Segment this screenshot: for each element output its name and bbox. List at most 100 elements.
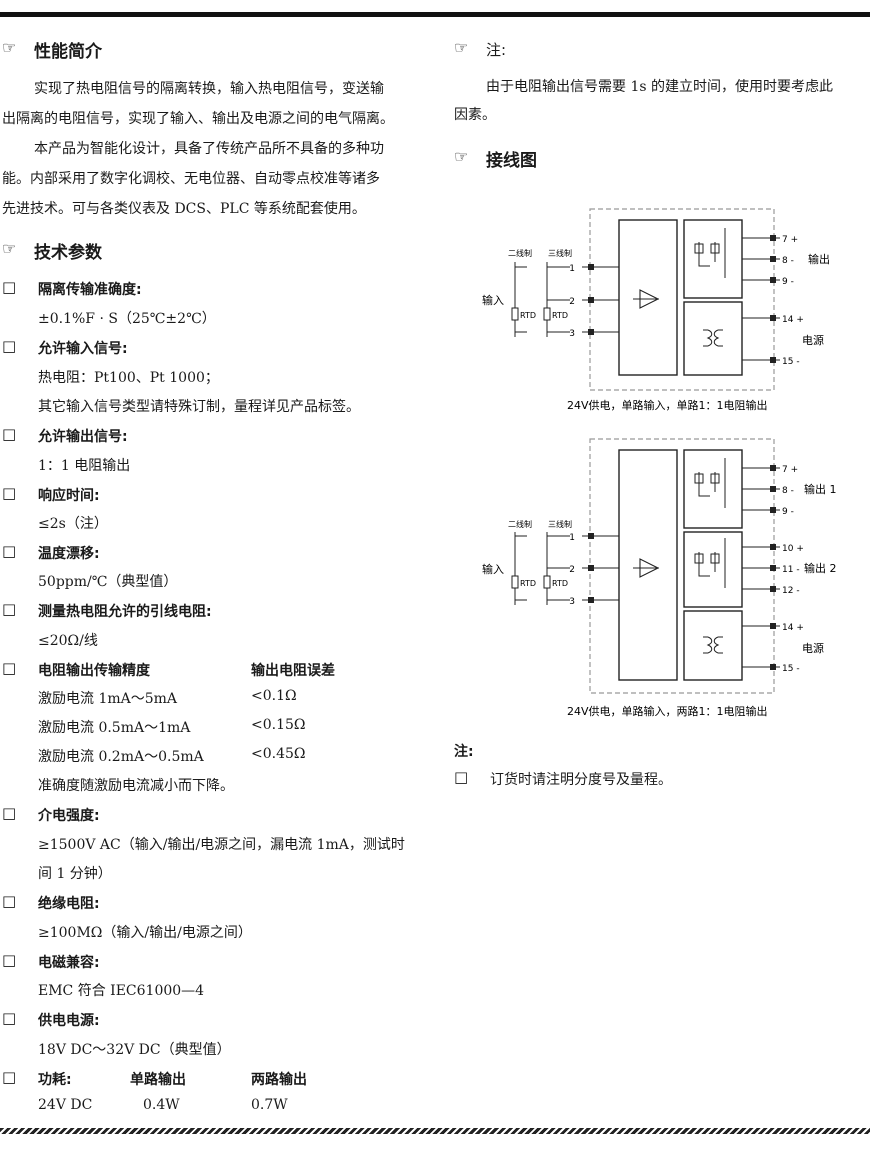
checkbox-icon: □	[2, 659, 17, 677]
table-header: 功耗:	[38, 1072, 72, 1088]
wiring-diagram-dual-output: 1 2 3 二线制 三线制 输入 RTD RTD 7 + 8 - 9 - 10 …	[482, 438, 837, 718]
table-cell: <0.1Ω	[251, 688, 297, 704]
spec-value: 其它输入信号类型请特殊订制，量程详见产品标签。	[38, 399, 360, 415]
section-title-wiring: 接线图	[486, 151, 537, 171]
terminal-label: 7 +	[782, 465, 798, 475]
terminal-label: 8 -	[782, 256, 794, 266]
output-label: 输出	[808, 252, 830, 266]
spec-label: 隔离传输准确度:	[38, 282, 142, 298]
table-cell: 0.4W	[143, 1097, 180, 1113]
spec-value: ≤20Ω/线	[38, 633, 98, 649]
spec-value: 准确度随激励电流减小而下降。	[38, 778, 234, 794]
power-label: 电源	[802, 333, 824, 347]
table-header: 输出电阻误差	[251, 663, 335, 679]
spec-label: 电磁兼容:	[38, 955, 100, 971]
terminal-label: 14 +	[782, 315, 804, 325]
spec-value: EMC 符合 IEC61000—4	[38, 983, 205, 999]
terminal-label: 15 -	[782, 664, 800, 674]
intro-text: 实现了热电阻信号的隔离转换，输入热电阻信号，变送输	[34, 81, 384, 97]
table-cell: 激励电流 0.2mA～0.5mA	[38, 749, 204, 765]
terminal-label: 9 -	[782, 507, 794, 517]
two-wire-label: 二线制	[508, 248, 532, 258]
table-cell: <0.15Ω	[251, 717, 306, 733]
terminal-label: 3	[569, 597, 575, 607]
spec-value: ±0.1%F · S（25℃±2℃）	[38, 311, 216, 327]
checkbox-icon: □	[454, 768, 469, 786]
terminal-label: 2	[569, 565, 575, 575]
rtd-label: RTD	[552, 579, 568, 588]
spec-label: 供电电源:	[38, 1013, 100, 1029]
terminal-label: 10 +	[782, 544, 804, 554]
checkbox-icon: □	[2, 337, 17, 355]
top-rule	[0, 12, 870, 17]
pointing-hand-icon: ☞	[2, 239, 17, 258]
intro-text: 出隔离的电阻信号，实现了输入、输出及电源之间的电气隔离。	[2, 111, 394, 127]
rtd-label: RTD	[520, 311, 536, 320]
output1-label: 输出 1	[804, 482, 837, 496]
table-header: 电阻输出传输精度	[38, 663, 150, 679]
footnote-title: 注:	[454, 744, 474, 760]
checkbox-icon: □	[2, 892, 17, 910]
spec-label: 绝缘电阻:	[38, 896, 100, 912]
pointing-hand-icon: ☞	[2, 38, 17, 57]
spec-label: 测量热电阻允许的引线电阻:	[38, 604, 212, 620]
spec-value: 1：1 电阻输出	[38, 458, 131, 474]
diagram-caption: 24V供电，单路输入，单路1：1电阻输出	[567, 398, 768, 412]
spec-value: 间 1 分钟）	[38, 866, 112, 882]
three-wire-label: 三线制	[548, 519, 572, 529]
table-header: 两路输出	[251, 1072, 307, 1088]
spec-label: 温度漂移:	[38, 546, 100, 562]
rtd-label: RTD	[552, 311, 568, 320]
terminal-label: 1	[569, 264, 575, 274]
diagram-caption: 24V供电，单路输入，两路1：1电阻输出	[567, 704, 768, 718]
spec-label: 允许输入信号:	[38, 341, 128, 357]
checkbox-icon: □	[2, 600, 17, 618]
input-label: 输入	[482, 562, 504, 576]
note-text: 由于电阻输出信号需要 1s 的建立时间，使用时要考虑此	[486, 79, 833, 95]
checkbox-icon: □	[2, 484, 17, 502]
spec-value: 50ppm/℃（典型值）	[38, 574, 178, 590]
checkbox-icon: □	[2, 542, 17, 560]
input-label: 输入	[482, 293, 504, 307]
intro-text: 先进技术。可与各类仪表及 DCS、PLC 等系统配套使用。	[2, 201, 366, 217]
checkbox-icon: □	[2, 278, 17, 296]
terminal-label: 12 -	[782, 586, 800, 596]
terminal-label: 7 +	[782, 235, 798, 245]
checkbox-icon: □	[2, 1009, 17, 1027]
three-wire-label: 三线制	[548, 248, 572, 258]
spec-label: 介电强度:	[38, 808, 100, 824]
note-text: 因素。	[454, 107, 496, 123]
table-cell: 激励电流 1mA～5mA	[38, 691, 178, 707]
terminal-label: 2	[569, 297, 575, 307]
two-wire-label: 二线制	[508, 519, 532, 529]
table-cell: 激励电流 0.5mA～1mA	[38, 720, 191, 736]
rtd-label: RTD	[520, 579, 536, 588]
checkbox-icon: □	[2, 804, 17, 822]
wiring-diagram-single-output: 1 2 3 二线制 三线制 输入 RTD RTD 7 + 8 - 9 - 14 …	[482, 208, 830, 412]
terminal-label: 3	[569, 329, 575, 339]
checkbox-icon: □	[2, 951, 17, 969]
spec-label: 响应时间:	[38, 488, 100, 504]
section-title-intro: 性能简介	[34, 42, 102, 62]
checkbox-icon: □	[2, 425, 17, 443]
pointing-hand-icon: ☞	[454, 147, 469, 166]
spec-value: ≤2s（注）	[38, 516, 108, 532]
intro-text: 能。内部采用了数字化调校、无电位器、自动零点校准等诸多	[2, 171, 380, 187]
intro-text: 本产品为智能化设计，具备了传统产品所不具备的多种功	[34, 141, 384, 157]
bottom-rule	[0, 1128, 870, 1134]
terminal-label: 1	[569, 533, 575, 543]
spec-value: 18V DC～32V DC（典型值）	[38, 1042, 231, 1058]
terminal-label: 11 -	[782, 565, 800, 575]
terminal-label: 9 -	[782, 277, 794, 287]
terminal-label: 15 -	[782, 357, 800, 367]
spec-value: 热电阻：Pt100、Pt 1000；	[38, 370, 219, 386]
section-title-specs: 技术参数	[34, 243, 102, 263]
table-cell: <0.45Ω	[251, 746, 306, 762]
table-cell: 24V DC	[38, 1097, 93, 1113]
output2-label: 输出 2	[804, 561, 837, 575]
terminal-label: 14 +	[782, 623, 804, 633]
table-header: 单路输出	[130, 1072, 186, 1088]
power-label: 电源	[802, 641, 824, 655]
note-title: 注:	[486, 41, 507, 59]
spec-value: ≥100MΩ（输入/输出/电源之间）	[38, 925, 252, 941]
